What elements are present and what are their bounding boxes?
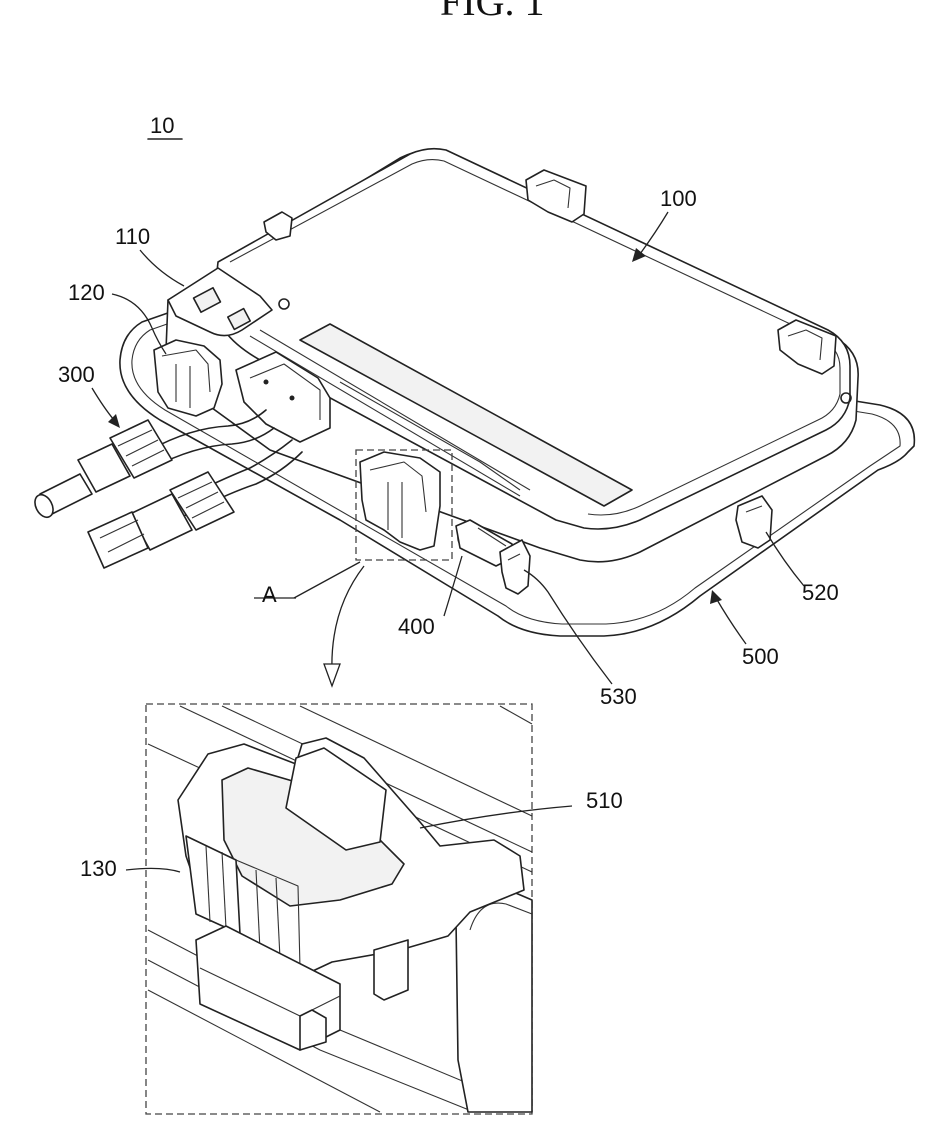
- plug-lower: [88, 472, 234, 568]
- label-110: 110: [115, 224, 150, 249]
- label-A: A: [262, 582, 277, 607]
- detail-side-wall: [456, 887, 532, 1112]
- figure-title: FIG. 1: [440, 0, 544, 24]
- label-500: 500: [742, 644, 779, 669]
- assembly-ref: 10: [148, 113, 182, 139]
- clip-520: [736, 496, 772, 548]
- label-400: 400: [398, 614, 435, 639]
- label-300: 300: [58, 362, 95, 387]
- assembly-ref-label: 10: [150, 113, 174, 138]
- junction-box-assembly: [31, 149, 914, 636]
- label-130: 130: [80, 856, 117, 881]
- detail-view-a: [126, 704, 572, 1114]
- label-530: 530: [600, 684, 637, 709]
- label-520: 520: [802, 580, 839, 605]
- label-120: 120: [68, 280, 105, 305]
- label-100: 100: [660, 186, 697, 211]
- label-510: 510: [586, 788, 623, 813]
